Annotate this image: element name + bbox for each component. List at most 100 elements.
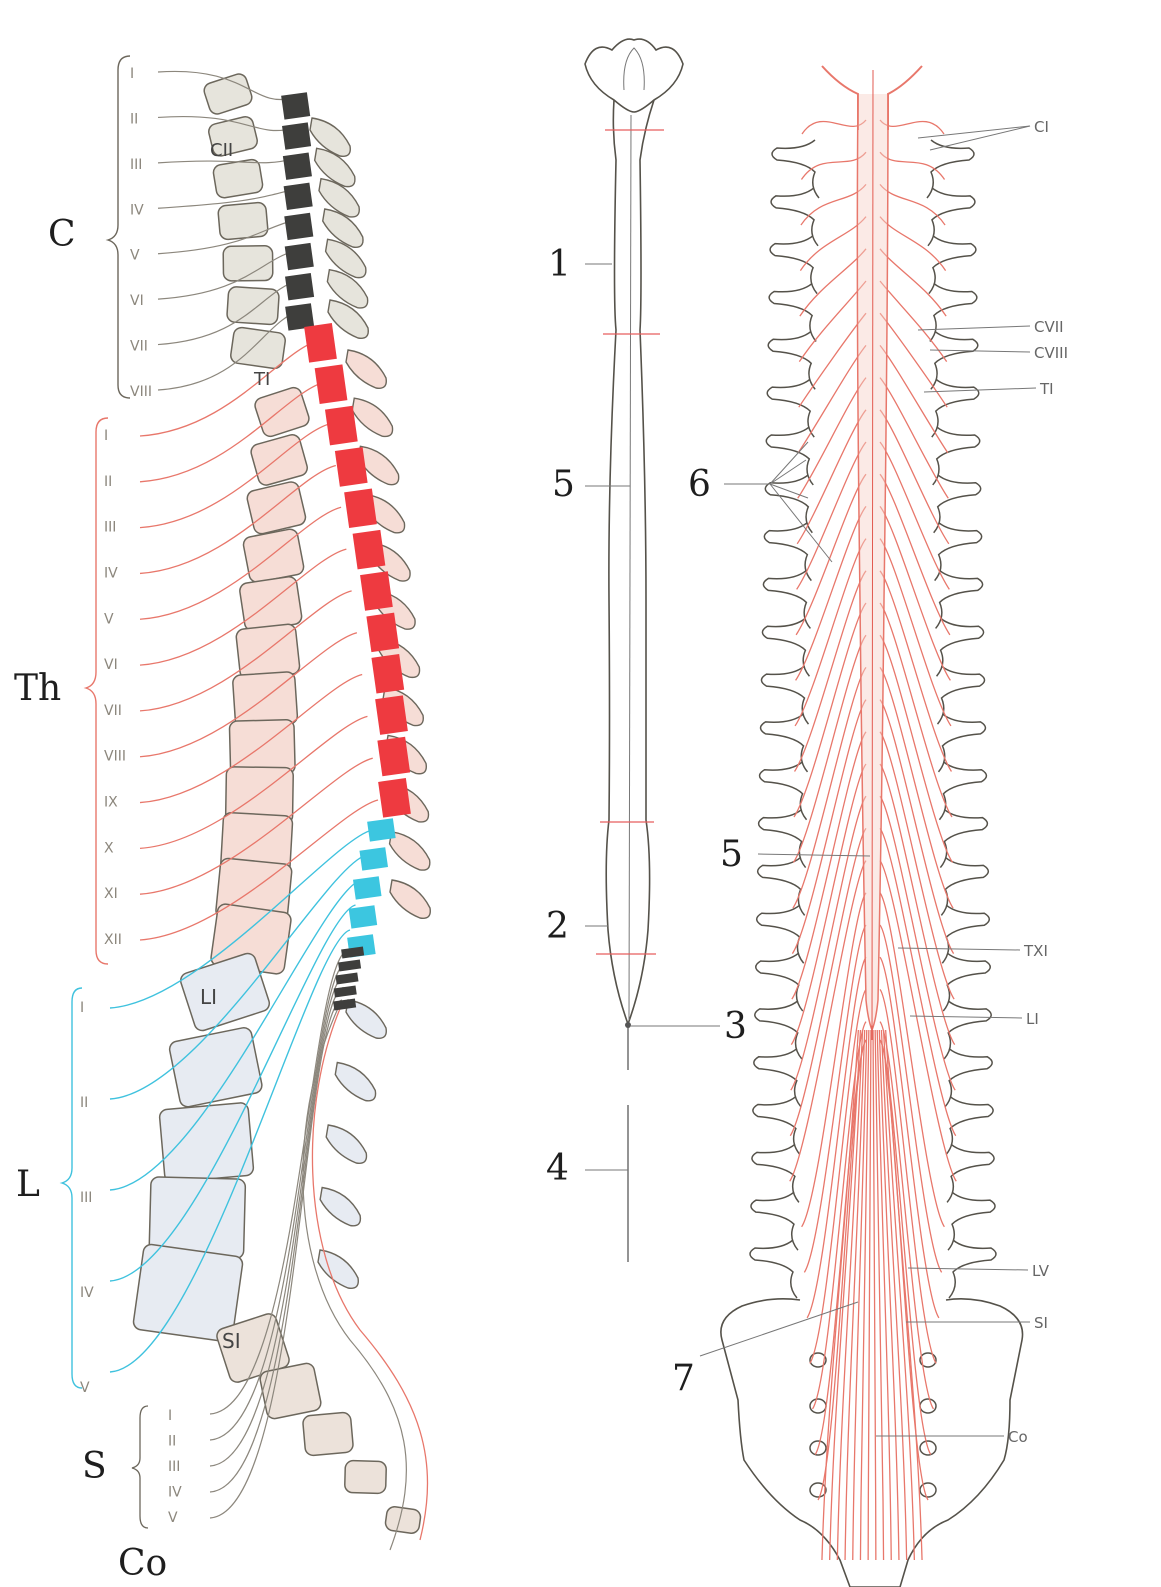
spinous-process [326,1125,366,1163]
label-lv: LV [1032,1262,1050,1280]
segment-numeral: X [104,840,114,856]
sacrum-outline [721,1299,1023,1587]
brainstem-inner [624,48,645,90]
thoracic-nerve [140,465,336,573]
thoracic-cord-segment [353,530,386,570]
cervical-brace [108,56,130,398]
vertebra-label-si: SI [222,1329,241,1353]
thoracic-cord-segment [335,447,368,487]
thoracic-cord-segment [366,613,399,653]
sacral-foramen [810,1483,826,1497]
spinous-process [335,1063,375,1101]
lumbar-cord-segment [353,876,382,899]
segment-numeral: I [130,66,134,82]
nerve-root-left [801,152,866,179]
thoracic-brace [86,418,108,964]
label-cvii: CVII [1034,318,1064,336]
segment-numeral: IV [104,565,118,581]
number-6: 6 [688,464,711,505]
segment-numeral: III [80,1190,92,1206]
cervical-vertebra [218,202,269,240]
lumbar-cord-segment [349,905,378,928]
spinous-process [390,880,430,918]
central-canal [629,115,631,1020]
segment-numeral: XI [104,886,118,902]
segment-numeral: VI [130,293,144,309]
sacral-cord-segment [335,972,358,984]
region-label-co: Co [118,1543,167,1584]
nerve-root-right [880,732,954,999]
cord-outline-panel: 1 5 2 3 4 [546,39,747,1262]
nerve-root-left [802,120,866,134]
number-5-right: 5 [720,834,743,875]
thoracic-cord-segment [315,364,348,404]
label-txi: TXI [1023,942,1048,960]
segment-numeral: V [80,1380,90,1396]
segment-numeral: IV [130,202,144,218]
arch-left [750,1240,797,1298]
label-cviii: CVIII [1034,344,1068,362]
sacral-foramen [920,1483,936,1497]
thoracic-cord-segment [360,571,393,611]
segment-numeral: III [104,520,116,536]
thoracic-cord-segment [375,695,408,735]
segment-numeral: II [104,474,112,490]
segment-numeral: V [130,248,140,264]
region-label-s: S [82,1446,107,1487]
vertebra-label-li: LI [200,985,217,1009]
vertebra-label-ti: TI [253,369,270,390]
conus-tip [625,1022,631,1028]
nerve-root-left [792,732,866,999]
segment-numeral: IV [168,1485,182,1501]
segment-numeral: XII [104,932,122,948]
segment-numeral: IV [80,1285,94,1301]
label-ti-right: TI [1039,380,1054,398]
lumbar-cord-segment [359,847,388,870]
sacral-foramen [810,1399,826,1413]
thoracic-cord-segment [304,323,337,363]
cervical-vertebra [202,72,254,116]
sacral-cord-segment [334,985,357,997]
segment-numeral: I [168,1408,172,1424]
thoracic-cord-segment [325,406,358,446]
segment-numeral: II [80,1095,88,1111]
thoracic-cord-segment [344,489,377,529]
region-label-c: C [48,214,76,255]
segment-numeral: IX [104,795,118,811]
segment-numeral: VIII [130,384,152,400]
spinous-process [320,1188,360,1226]
cervical-cord-segment [282,122,311,149]
segment-numeral: V [168,1510,178,1526]
thoracic-nerve [140,507,341,619]
vertebra-label-cii: CII [210,140,233,161]
cervical-cord-segment [284,183,313,210]
number-2: 2 [546,906,569,947]
sacral-cord-segment [338,959,361,971]
sacral-cord-segment [341,946,364,958]
sacral-brace [132,1406,148,1528]
lumbar-vertebra [179,951,272,1032]
nerve-root-left [799,281,866,362]
label-co-right: Co [1008,1428,1028,1446]
cauda-equina-fiber [868,1030,871,1560]
nerve-root-right [880,217,946,271]
segment-numeral: II [168,1434,176,1450]
thoracic-cord-segment [371,654,404,694]
cervical-vertebra [230,327,287,370]
cervical-cord-segment [285,243,314,270]
number-3: 3 [724,1006,747,1047]
number-4: 4 [546,1148,569,1189]
spinous-processes [310,118,430,1288]
spinous-process [352,398,392,436]
nerve-root-left [793,667,866,908]
cervical-vertebra [227,286,280,325]
nerve-root-right [880,667,953,908]
segment-numeral: VI [104,657,118,673]
segment-numeral: II [130,111,138,127]
segment-numeral: V [104,611,114,627]
number-7: 7 [672,1358,695,1399]
segment-numeral: III [130,157,142,173]
posterior-view-panel: 6 5 7 CI CVII CVIII TI TXI LI LV SI Co [672,66,1068,1587]
label-si-right: SI [1034,1314,1048,1332]
nerve-root-right [880,828,956,1135]
